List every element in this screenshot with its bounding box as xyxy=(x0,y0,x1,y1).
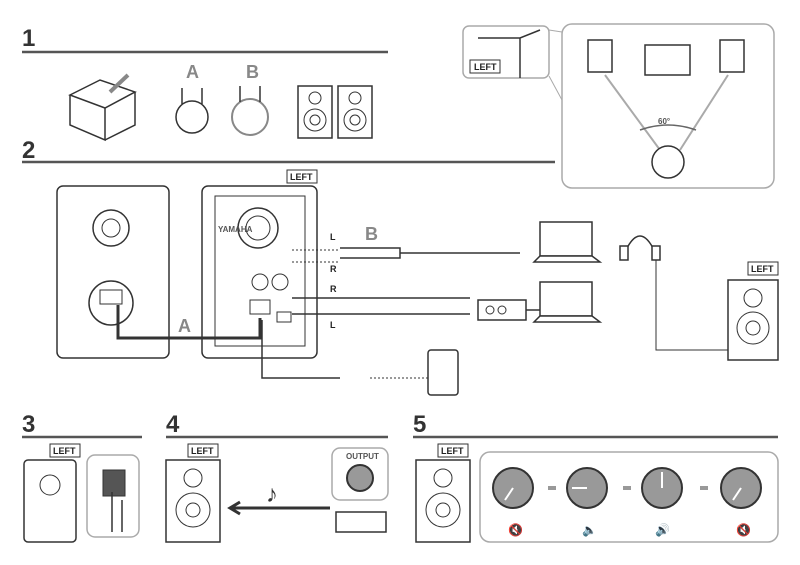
music-note-icon: ♪ xyxy=(266,481,278,508)
hand-icon xyxy=(111,492,123,532)
wall-outlet-icon xyxy=(427,349,459,396)
placement-inset: LEFT xyxy=(462,25,550,79)
signal-arrow xyxy=(227,500,330,516)
step-1-number: 1 xyxy=(22,25,35,52)
output-knob xyxy=(346,464,374,492)
cable-b-icon xyxy=(231,86,269,136)
volume-knob-panel xyxy=(479,451,779,543)
inset-left-tag: LEFT xyxy=(474,62,497,72)
placement-panel: 60° xyxy=(548,23,775,189)
power-cable xyxy=(261,320,340,379)
left-speaker-icon xyxy=(587,39,613,73)
speaker-pair-icon xyxy=(297,85,373,139)
speaker-low-icon: 🔈 xyxy=(582,523,597,537)
step-3-number: 3 xyxy=(22,411,35,438)
trs-l-label: L xyxy=(330,320,336,330)
cable-a xyxy=(116,305,262,340)
step-5-number: 5 xyxy=(413,411,426,438)
balanced-cables xyxy=(292,297,470,315)
mute-icon-2: 🔇 xyxy=(736,523,751,537)
speaker-high-icon: 🔊 xyxy=(655,522,670,537)
laptop-icon xyxy=(644,44,691,76)
step4-left-tag: LEFT xyxy=(191,446,214,456)
cable-a-label: A xyxy=(186,62,199,82)
rear-left-tag: LEFT xyxy=(290,172,313,182)
rca-r-label: R xyxy=(330,264,337,274)
volume-knob-off xyxy=(720,467,762,509)
step-4-number: 4 xyxy=(166,411,180,438)
laptop-icon-2 xyxy=(532,281,603,323)
speaker-rear-small xyxy=(23,459,77,543)
volume-knob-low xyxy=(566,467,608,509)
power-switch xyxy=(102,469,126,497)
front-speaker-step5 xyxy=(415,459,471,543)
cable-a-icon xyxy=(175,88,209,134)
step5-left-tag: LEFT xyxy=(441,446,464,456)
angle-label: 60° xyxy=(658,117,670,126)
front-speaker-icon xyxy=(727,279,779,361)
step-2-number: 2 xyxy=(22,137,35,164)
left-tag-box xyxy=(286,169,318,184)
rca-l-label: L xyxy=(330,232,336,242)
left-speaker-rear: YAMAHA xyxy=(201,185,318,359)
brand-label: YAMAHA xyxy=(218,225,253,234)
box-icon xyxy=(68,73,137,142)
cable-b xyxy=(340,247,401,259)
step3-left-tag: LEFT xyxy=(53,446,76,456)
right-speaker-rear xyxy=(56,185,170,359)
trs-r-label: R xyxy=(330,284,337,294)
audio-interface-icon xyxy=(477,299,545,321)
headphones-icon xyxy=(619,235,740,351)
cable-a-callout: A xyxy=(178,316,191,336)
volume-knob-min xyxy=(492,467,534,509)
volume-knob-high xyxy=(641,467,683,509)
mute-icon: 🔇 xyxy=(508,523,523,537)
interface-icon-step4 xyxy=(335,511,387,533)
right-speaker-icon xyxy=(719,39,745,73)
front-speaker-step4 xyxy=(165,459,221,543)
listener-head-icon xyxy=(651,145,685,179)
laptop-icon-1 xyxy=(532,221,603,263)
output-label: OUTPUT xyxy=(346,452,379,461)
cable-b-label: B xyxy=(246,62,259,82)
headphone-left-tag: LEFT xyxy=(751,264,774,274)
cable-b-callout: B xyxy=(365,224,378,244)
